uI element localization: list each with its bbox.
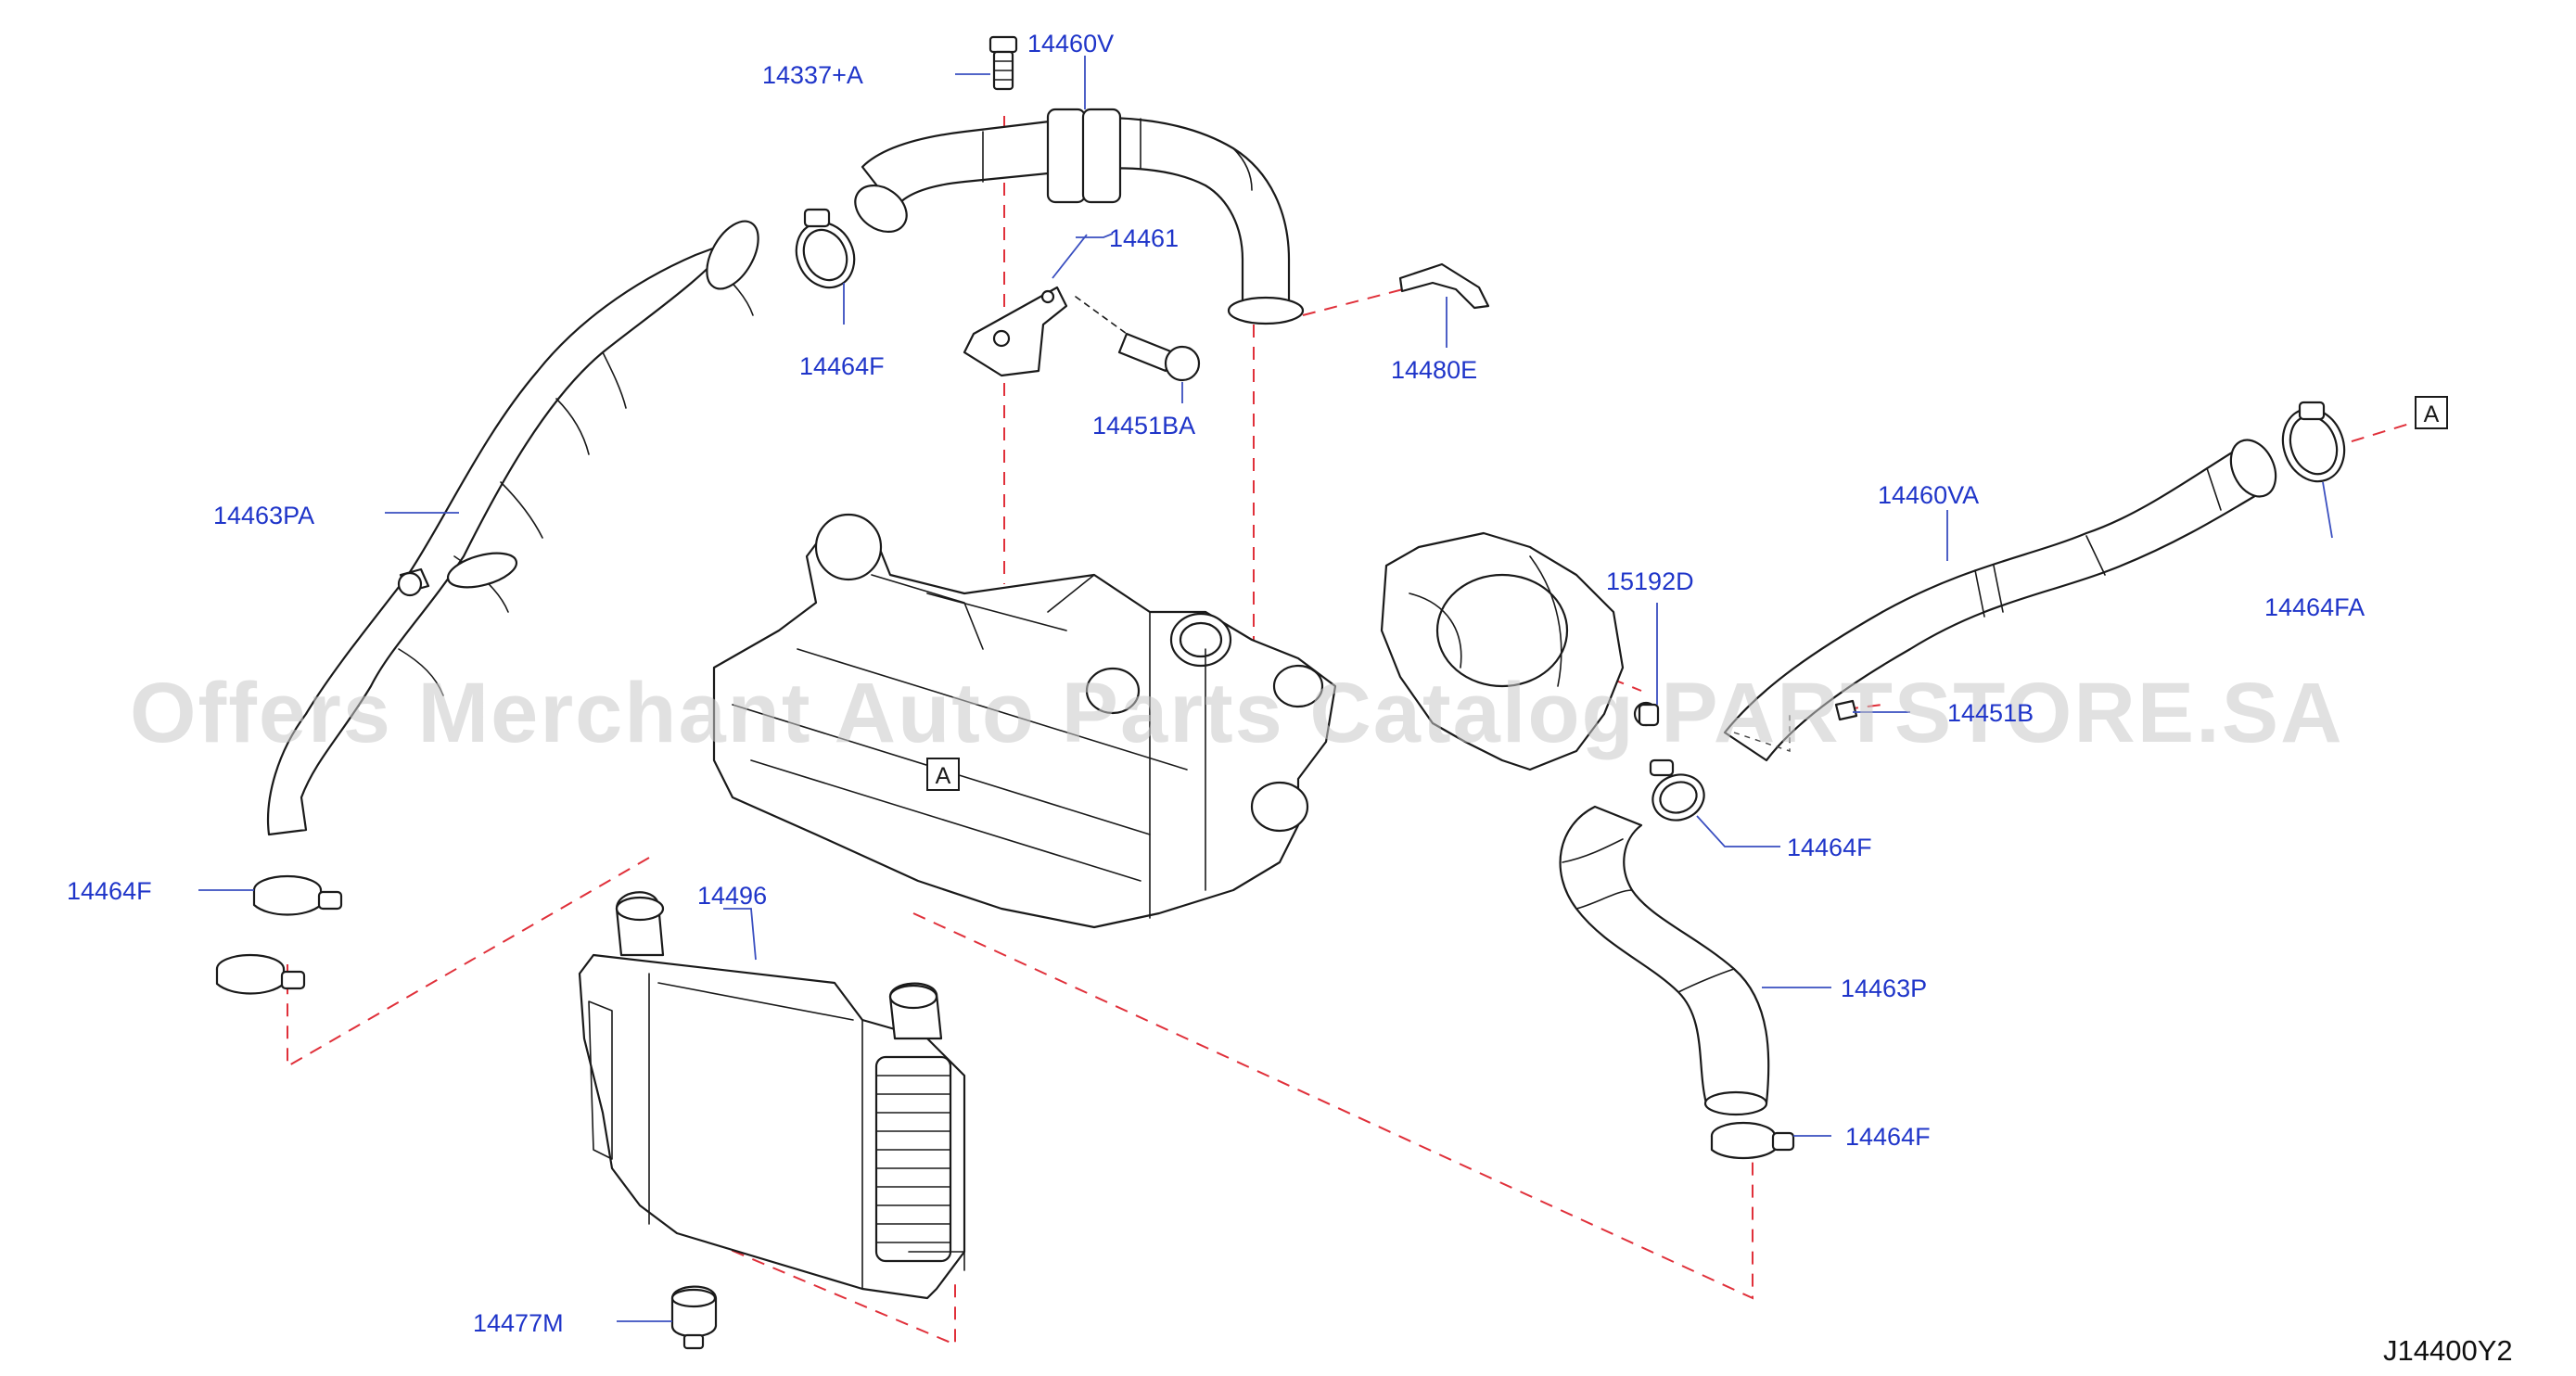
- turbo-housing: [1380, 531, 1659, 771]
- callout-14496[interactable]: 14496: [697, 882, 767, 910]
- engine-cylinder-head: [712, 513, 1337, 929]
- clamp-14464f-right-upper[interactable]: [1646, 758, 1710, 827]
- callout-14463pa[interactable]: 14463PA: [213, 502, 314, 529]
- callout-14464f-right-lower[interactable]: 14464F: [1845, 1123, 1931, 1151]
- bracket-14461[interactable]: [963, 286, 1068, 377]
- clip-14480e[interactable]: [1398, 262, 1490, 310]
- clamp-14464f-left[interactable]: [215, 874, 343, 995]
- intercooler-14496[interactable]: [578, 891, 966, 1300]
- clamp-14464fa[interactable]: [2273, 400, 2354, 490]
- callout-14461[interactable]: 14461: [1109, 224, 1179, 252]
- bolt-14337a[interactable]: [988, 35, 1018, 91]
- tube-14460va[interactable]: [1723, 433, 2284, 762]
- ref-marker-a-right: A: [2415, 396, 2448, 429]
- callout-14464f-right-upper[interactable]: 14464F: [1787, 834, 1872, 861]
- diagram-code: J14400Y2: [2383, 1334, 2513, 1367]
- ref-marker-a-center-label: A: [936, 763, 951, 789]
- ref-marker-a-right-label: A: [2424, 401, 2440, 427]
- bolt-14451ba[interactable]: [1075, 296, 1201, 382]
- hose-14463p[interactable]: [1559, 805, 1770, 1116]
- callout-labels: 14337+A 14460V 14461 14464F 14451BA 1448…: [67, 30, 2365, 1337]
- callout-14480e[interactable]: 14480E: [1391, 356, 1477, 384]
- clamp-14464f-upper[interactable]: [786, 208, 865, 297]
- callout-14451b[interactable]: 14451B: [1947, 699, 2034, 727]
- watermark-text: Offers Merchant Auto Parts Catalog PARTS…: [130, 666, 2344, 760]
- callout-15192d[interactable]: 15192D: [1606, 567, 1694, 595]
- ref-marker-a-center: A: [926, 758, 960, 791]
- leader-lines: [198, 56, 2333, 1322]
- callout-14460va[interactable]: 14460VA: [1878, 481, 1979, 509]
- callout-14464f-left[interactable]: 14464F: [67, 877, 152, 905]
- callout-14463p[interactable]: 14463P: [1841, 975, 1927, 1002]
- callout-14464fa[interactable]: 14464FA: [2264, 593, 2365, 621]
- callout-14460v[interactable]: 14460V: [1027, 30, 1114, 57]
- callout-14337a[interactable]: 14337+A: [762, 61, 863, 89]
- clamp-14464f-right-lower[interactable]: [1710, 1121, 1795, 1159]
- hose-14463pa[interactable]: [267, 212, 769, 836]
- clamp-on-hose-14463pa[interactable]: [397, 547, 520, 597]
- callout-14451ba[interactable]: 14451BA: [1092, 412, 1195, 440]
- tube-14460v[interactable]: [847, 108, 1305, 325]
- sensor-15192d[interactable]: [1638, 703, 1660, 727]
- callout-14477m[interactable]: 14477M: [473, 1309, 564, 1337]
- mount-14477m[interactable]: [670, 1285, 718, 1350]
- callout-14464f-upper[interactable]: 14464F: [799, 352, 885, 380]
- bolt-14451b[interactable]: [1834, 699, 1858, 721]
